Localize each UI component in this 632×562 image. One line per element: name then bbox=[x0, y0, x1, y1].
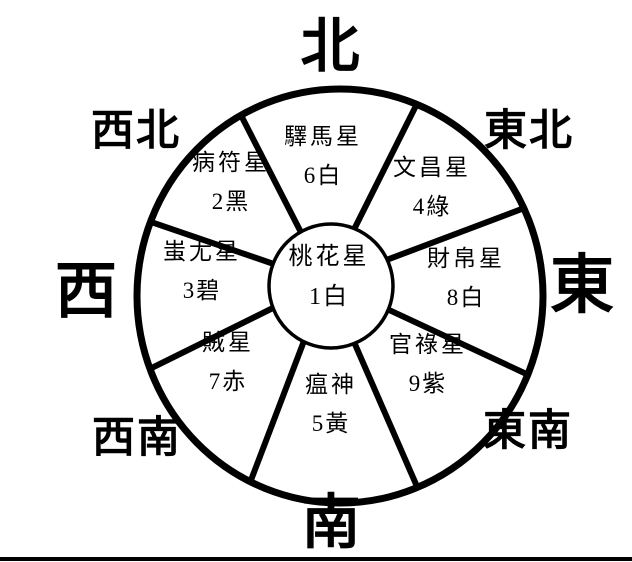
star-number: 3碧 bbox=[182, 278, 222, 303]
direction-label-southeast: 東南 bbox=[483, 408, 573, 455]
star-name: 桃花星 bbox=[288, 244, 370, 270]
direction-label-east: 東 bbox=[550, 250, 614, 321]
sector-divider-line bbox=[351, 341, 421, 489]
star-number: 2黑 bbox=[211, 189, 251, 214]
sector-northwest: 病符星 2黑 bbox=[192, 143, 270, 221]
sector-divider-line bbox=[238, 113, 304, 235]
sector-northeast: 文昌星 4綠 bbox=[393, 148, 471, 226]
sector-divider-line bbox=[149, 218, 276, 267]
sector-divider-lines bbox=[148, 102, 530, 489]
star-name: 蚩尤星 bbox=[163, 239, 241, 264]
star-number: 7赤 bbox=[208, 369, 248, 394]
star-name: 病符星 bbox=[192, 150, 270, 175]
sector-divider-line bbox=[148, 304, 276, 372]
star-number: 9紫 bbox=[408, 371, 448, 396]
direction-label-southwest: 西南 bbox=[92, 415, 182, 462]
sector-southwest: 賊星 7赤 bbox=[202, 323, 254, 401]
direction-label-northwest: 西北 bbox=[91, 108, 181, 155]
star-name: 驛馬星 bbox=[284, 124, 362, 149]
star-name: 文昌星 bbox=[393, 155, 471, 180]
direction-label-west: 西 bbox=[54, 258, 118, 326]
direction-label-northeast: 東北 bbox=[484, 108, 574, 155]
sector-divider-line bbox=[247, 339, 307, 483]
star-name: 官祿星 bbox=[389, 332, 467, 357]
sector-divider-line bbox=[386, 306, 530, 378]
sector-south: 瘟神 5黃 bbox=[305, 365, 357, 443]
star-number: 8白 bbox=[446, 285, 486, 310]
center-sector: 桃花星 1白 bbox=[289, 237, 370, 317]
sector-west: 蚩尤星 3碧 bbox=[163, 232, 241, 310]
inner-circle bbox=[267, 222, 395, 350]
sector-north: 驛馬星 6白 bbox=[284, 117, 362, 195]
star-number: 1白 bbox=[309, 284, 349, 310]
star-number: 4綠 bbox=[412, 194, 452, 219]
star-number: 5黃 bbox=[311, 411, 351, 436]
bottom-border-line bbox=[0, 557, 632, 561]
direction-label-south: 南 bbox=[301, 489, 361, 556]
star-name: 賊星 bbox=[202, 330, 254, 355]
sector-divider-line bbox=[351, 102, 420, 231]
star-number: 6白 bbox=[303, 163, 343, 188]
sector-southeast: 官祿星 9紫 bbox=[389, 325, 467, 403]
sector-divider-line bbox=[385, 205, 525, 263]
direction-label-north: 北 bbox=[300, 13, 360, 80]
star-name: 財帛星 bbox=[427, 246, 505, 271]
sector-east: 財帛星 8白 bbox=[427, 239, 505, 317]
star-name: 瘟神 bbox=[305, 372, 357, 397]
